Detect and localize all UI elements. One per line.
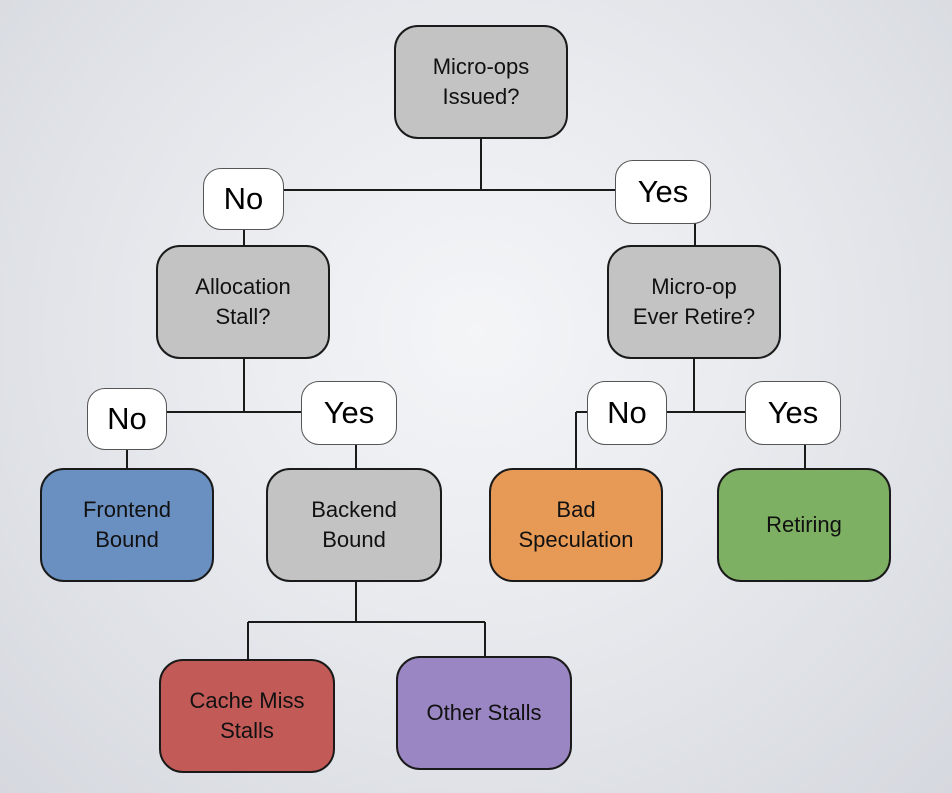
node-bad-speculation: Bad Speculation — [489, 468, 663, 582]
node-micro-ops-issued: Micro-ops Issued? — [394, 25, 568, 139]
node-micro-op-ever-retire: Micro-op Ever Retire? — [607, 245, 781, 359]
node-frontend-bound: Frontend Bound — [40, 468, 214, 582]
branch-label-yes-top: Yes — [615, 160, 711, 224]
node-other-stalls: Other Stalls — [396, 656, 572, 770]
branch-label-yes-right: Yes — [745, 381, 841, 445]
node-backend-bound: Backend Bound — [266, 468, 442, 582]
branch-label-yes-left: Yes — [301, 381, 397, 445]
node-allocation-stall: Allocation Stall? — [156, 245, 330, 359]
branch-label-no-right: No — [587, 381, 667, 445]
branch-label-no-top: No — [203, 168, 284, 230]
node-retiring: Retiring — [717, 468, 891, 582]
branch-label-no-left: No — [87, 388, 167, 450]
node-cache-miss-stalls: Cache Miss Stalls — [159, 659, 335, 773]
